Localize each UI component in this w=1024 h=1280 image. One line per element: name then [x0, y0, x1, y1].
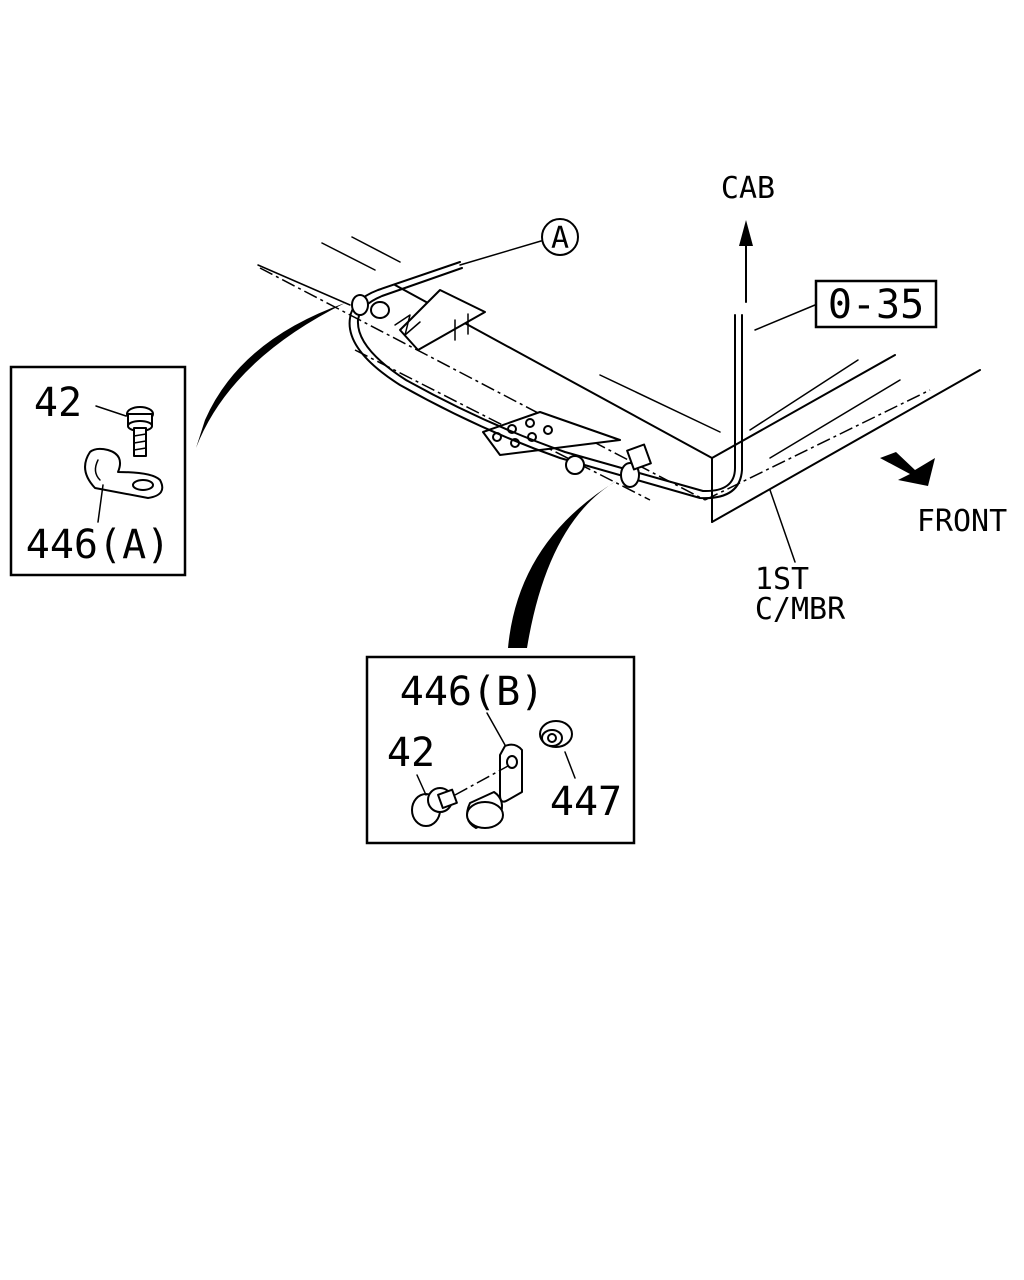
member-leader-line: [769, 489, 796, 563]
cab-direction-arrow: [739, 220, 753, 303]
detail-a-clip-icon: [84, 447, 164, 499]
detail-b-callout-curve: [508, 480, 618, 648]
detail-a-bolt-number: 42: [34, 380, 82, 426]
detail-b-clip-number: 446(B): [400, 669, 545, 715]
cab-label: CAB: [721, 171, 775, 206]
detail-a-bolt-icon: [126, 406, 154, 457]
front-label: FRONT: [917, 504, 1007, 539]
detail-b-nut-number: 447: [550, 779, 622, 825]
front-direction-arrow: [880, 452, 935, 486]
detail-a-box: [9, 365, 187, 577]
detail-b-nut-icon: [539, 720, 573, 748]
detail-a-callout-curve: [196, 303, 345, 448]
reference-a-callout: [459, 218, 579, 266]
detail-b-bolt-number: 42: [387, 730, 435, 776]
member-label-line1: 1ST: [755, 562, 809, 597]
reference-a-label: A: [551, 221, 569, 256]
upper-bracket: [394, 289, 486, 351]
detail-a-clip-number: 446(A): [26, 522, 171, 568]
lower-bracket: [482, 411, 621, 456]
member-label-line2: C/MBR: [755, 592, 846, 627]
page-reference-label: 0-35: [828, 282, 924, 328]
brake-hose: [348, 261, 743, 500]
detail-b-box: [365, 655, 636, 845]
page-reference-box: [754, 279, 938, 331]
detail-b-clip-icon: [466, 743, 523, 829]
